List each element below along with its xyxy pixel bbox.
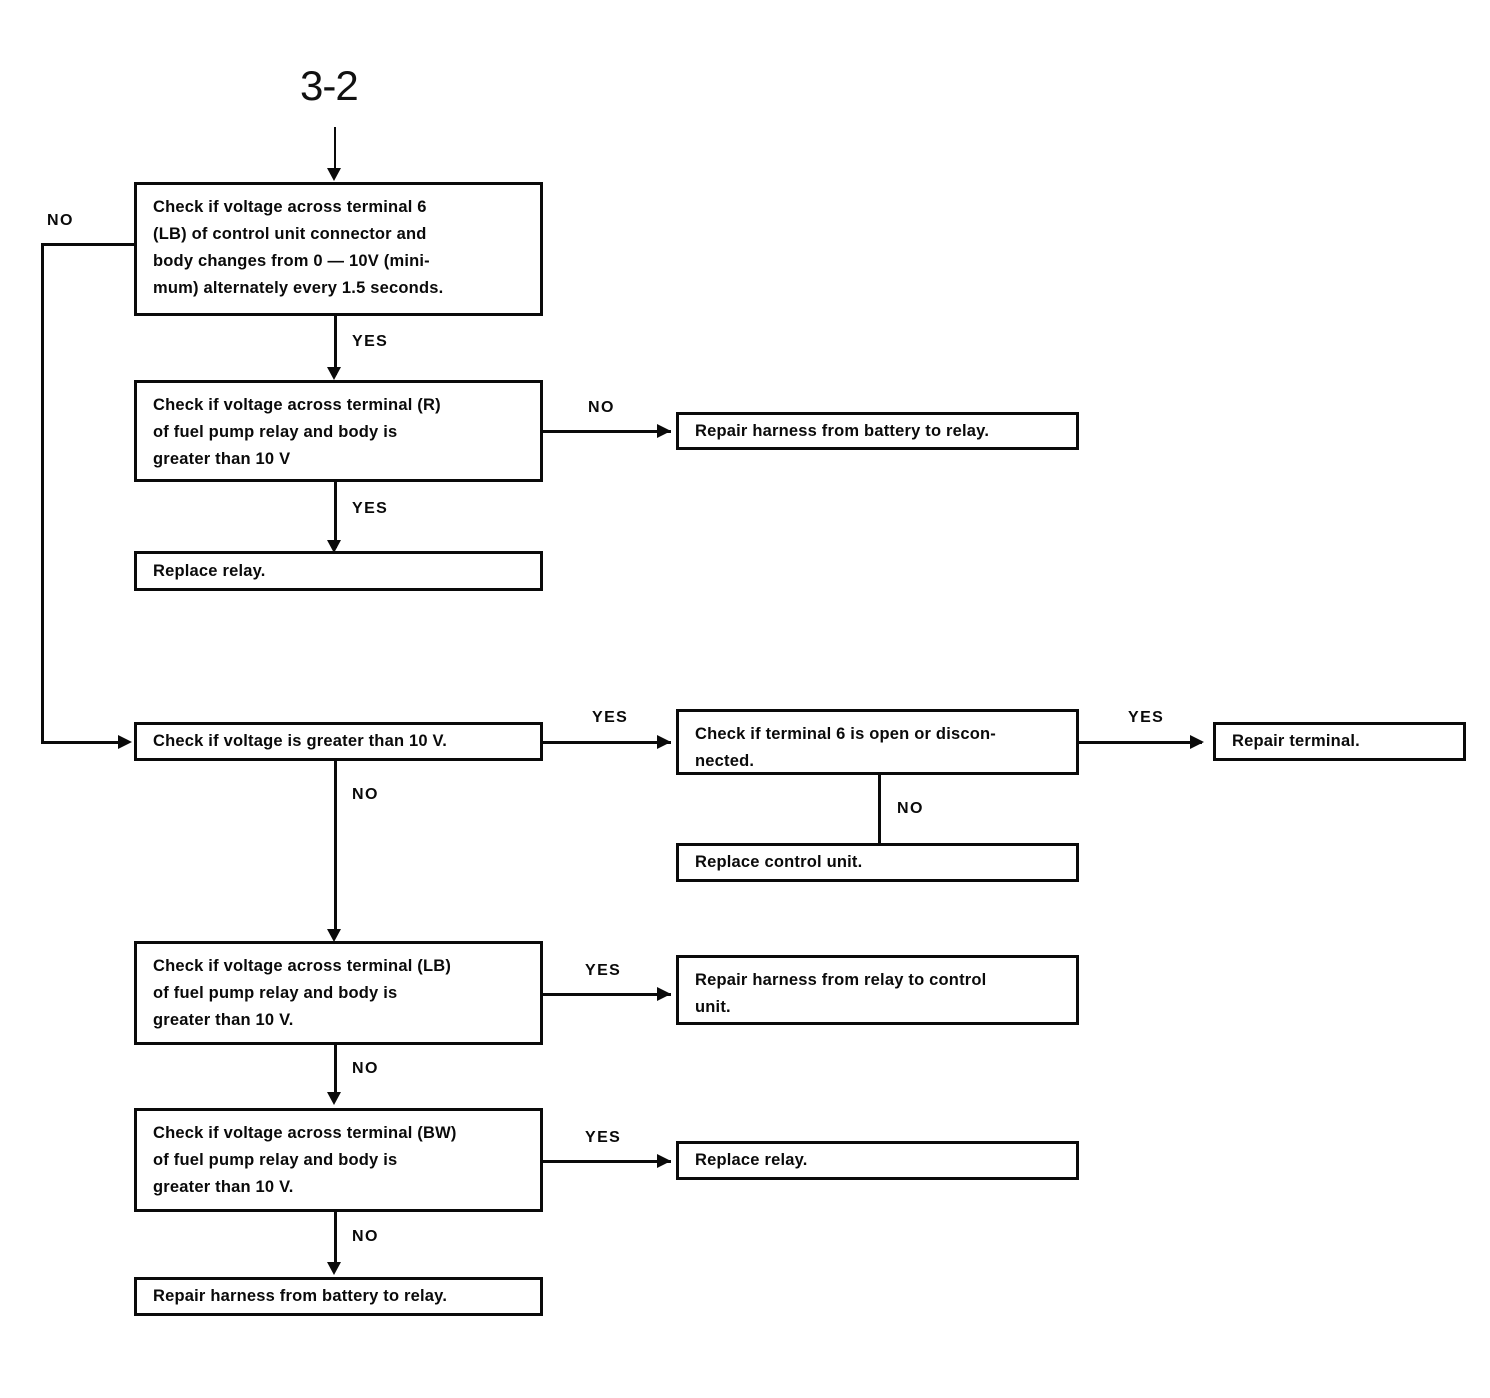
branch-label-no-terminal-r: NO bbox=[588, 399, 615, 416]
node-check-terminal-lb[interactable]: Check if voltage across terminal (LB) of… bbox=[134, 941, 543, 1045]
arrowhead-voltage-no-down bbox=[327, 929, 341, 942]
arrowhead-terminal-r-to-replace-relay bbox=[327, 540, 341, 553]
connector-terminal-open-yes-right bbox=[1079, 741, 1202, 744]
node-check-terminal-r[interactable]: Check if voltage across terminal (R) of … bbox=[134, 380, 543, 482]
branch-label-no-voltage-to-check-lb: NO bbox=[352, 786, 379, 803]
connector-entry-to-check-terminal6 bbox=[334, 127, 336, 169]
connector-terminal-r-no-right bbox=[543, 430, 671, 433]
arrowhead-terminal-open-yes-right bbox=[1190, 735, 1204, 749]
node-repair-harness-relay-control[interactable]: Repair harness from relay to control uni… bbox=[676, 955, 1079, 1025]
connector-lb-yes-right bbox=[543, 993, 671, 996]
branch-label-yes-terminal-open-to-repair-terminal: YES bbox=[1128, 709, 1165, 726]
connector-no-terminal6-into-voltage-check bbox=[41, 741, 120, 744]
connector-no-terminal6-down bbox=[41, 243, 44, 743]
arrowhead-no-terminal6-into-voltage-check bbox=[118, 735, 132, 749]
connector-terminal-open-no-down bbox=[878, 775, 881, 845]
connector-terminal6-to-terminal-r bbox=[334, 316, 337, 375]
branch-label-yes-voltage-to-terminal-open: YES bbox=[592, 709, 629, 726]
branch-label-no-bw-to-repair-harness: NO bbox=[352, 1228, 379, 1245]
branch-label-no-from-terminal6-lb: NO bbox=[47, 212, 74, 229]
page-reference-3-2: 3-2 bbox=[300, 62, 359, 109]
node-check-terminal-bw[interactable]: Check if voltage across terminal (BW) of… bbox=[134, 1108, 543, 1212]
node-check-terminal6-open[interactable]: Check if terminal 6 is open or discon- n… bbox=[676, 709, 1079, 775]
arrowhead-bw-no-down bbox=[327, 1262, 341, 1275]
connector-voltage-yes-right bbox=[543, 741, 671, 744]
arrowhead-entry-to-check-terminal6 bbox=[327, 168, 341, 181]
node-replace-control-unit[interactable]: Replace control unit. bbox=[676, 843, 1079, 882]
branch-label-no-lb-to-check-bw: NO bbox=[352, 1060, 379, 1077]
connector-terminal-r-to-replace-relay bbox=[334, 482, 337, 548]
connector-bw-yes-right bbox=[543, 1160, 671, 1163]
arrowhead-terminal-r-no-right bbox=[657, 424, 671, 438]
arrowhead-lb-yes-right bbox=[657, 987, 671, 1001]
branch-label-yes-terminal6-to-terminal-r: YES bbox=[352, 333, 389, 350]
node-repair-harness-battery-relay-bottom[interactable]: Repair harness from battery to relay. bbox=[134, 1277, 543, 1316]
connector-bw-no-down bbox=[334, 1212, 337, 1267]
arrowhead-lb-no-down bbox=[327, 1092, 341, 1105]
arrowhead-terminal6-to-terminal-r bbox=[327, 367, 341, 380]
arrowhead-voltage-yes-right bbox=[657, 735, 671, 749]
node-replace-relay-top[interactable]: Replace relay. bbox=[134, 551, 543, 591]
node-repair-harness-battery-relay-top[interactable]: Repair harness from battery to relay. bbox=[676, 412, 1079, 450]
arrowhead-bw-yes-right bbox=[657, 1154, 671, 1168]
node-replace-relay-bottom[interactable]: Replace relay. bbox=[676, 1141, 1079, 1180]
branch-label-yes-terminal-r: YES bbox=[352, 500, 389, 517]
branch-label-yes-lb-to-repair-harness-control: YES bbox=[585, 962, 622, 979]
connector-no-terminal6-left bbox=[41, 243, 136, 246]
node-check-terminal6-lb[interactable]: Check if voltage across terminal 6 (LB) … bbox=[134, 182, 543, 316]
branch-label-no-terminal-open-to-replace-control: NO bbox=[897, 800, 924, 817]
connector-voltage-no-down bbox=[334, 761, 337, 936]
node-check-voltage-gt10[interactable]: Check if voltage is greater than 10 V. bbox=[134, 722, 543, 761]
branch-label-yes-bw-to-replace-relay: YES bbox=[585, 1129, 622, 1146]
node-repair-terminal[interactable]: Repair terminal. bbox=[1213, 722, 1466, 761]
connector-lb-no-down bbox=[334, 1045, 337, 1097]
